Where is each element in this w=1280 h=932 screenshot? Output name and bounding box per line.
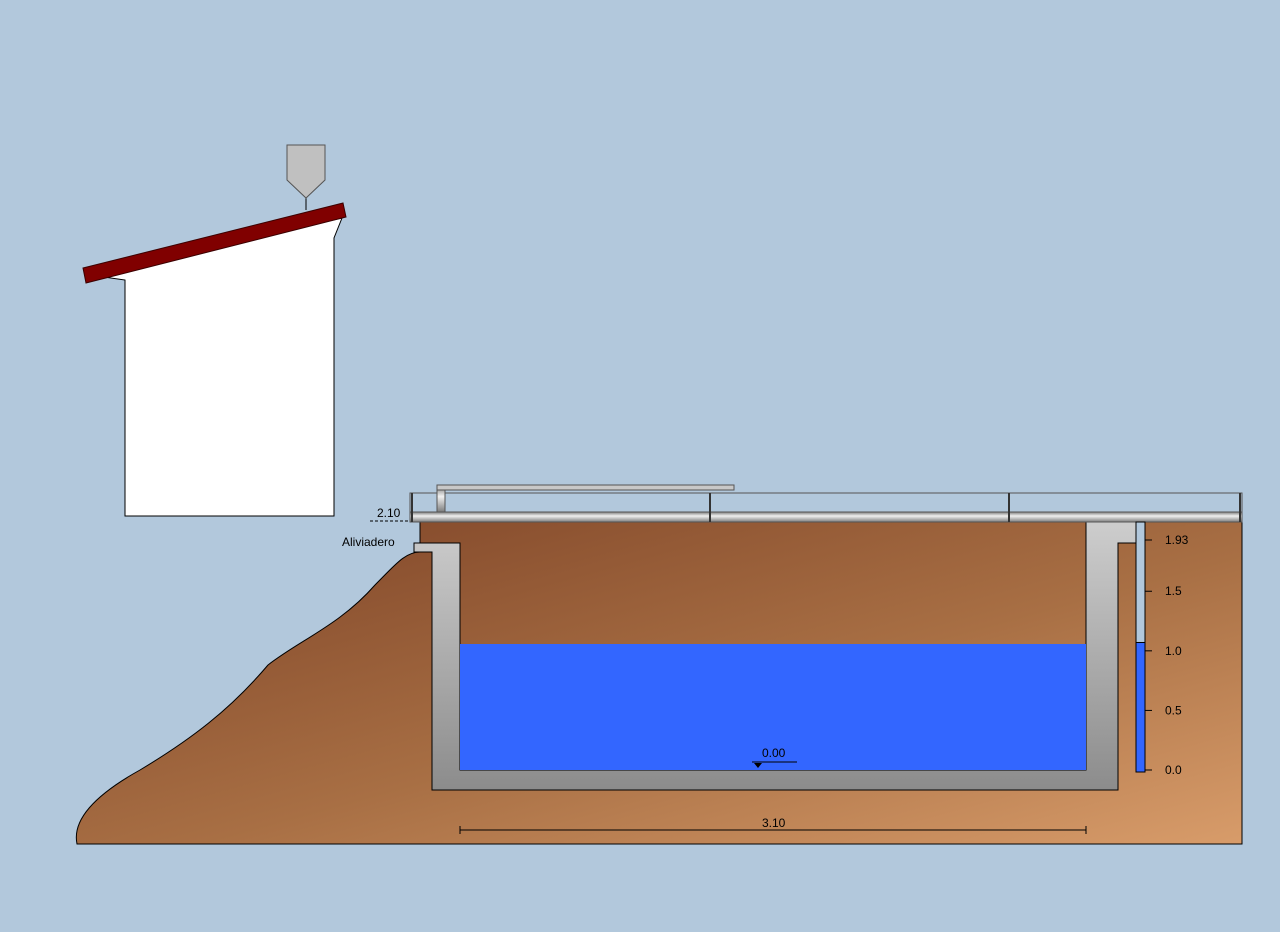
inlet-pipe-horizontal [436,484,735,491]
pump-house [82,144,347,517]
gauge-tick-label: 1.5 [1165,584,1182,598]
gauge-tick-label: 1.0 [1165,644,1182,658]
pump-house-roof [82,202,347,284]
hopper-icon [286,144,326,199]
deck-level-marker: 2.10 [370,506,410,522]
gauge-tick-label: 0.0 [1165,763,1182,777]
deck-pipe [409,511,1243,523]
deck-level-label: 2.10 [377,506,401,520]
gauge-tick-label: 1.93 [1165,533,1189,547]
width-dimension-label: 3.10 [762,816,786,830]
water-level-label: 0.00 [762,746,786,760]
deck-railing [409,492,1243,523]
gauge-ticks: 1.93 1.5 1.0 0.5 0.0 [1145,533,1189,777]
gauge-tick-label: 0.5 [1165,703,1182,717]
water-level-marker: 0.00 [752,746,797,768]
tank [413,521,1137,791]
gauge-fill [1135,641,1146,773]
level-gauge: 1.93 1.5 1.0 0.5 0.0 [1135,521,1189,777]
width-dimension: 3.10 [459,816,1087,834]
overflow-weir-label: Aliviadero [342,535,395,549]
water-level-triangle-icon [754,763,762,768]
deck [409,484,1243,523]
water-body [460,644,1086,770]
